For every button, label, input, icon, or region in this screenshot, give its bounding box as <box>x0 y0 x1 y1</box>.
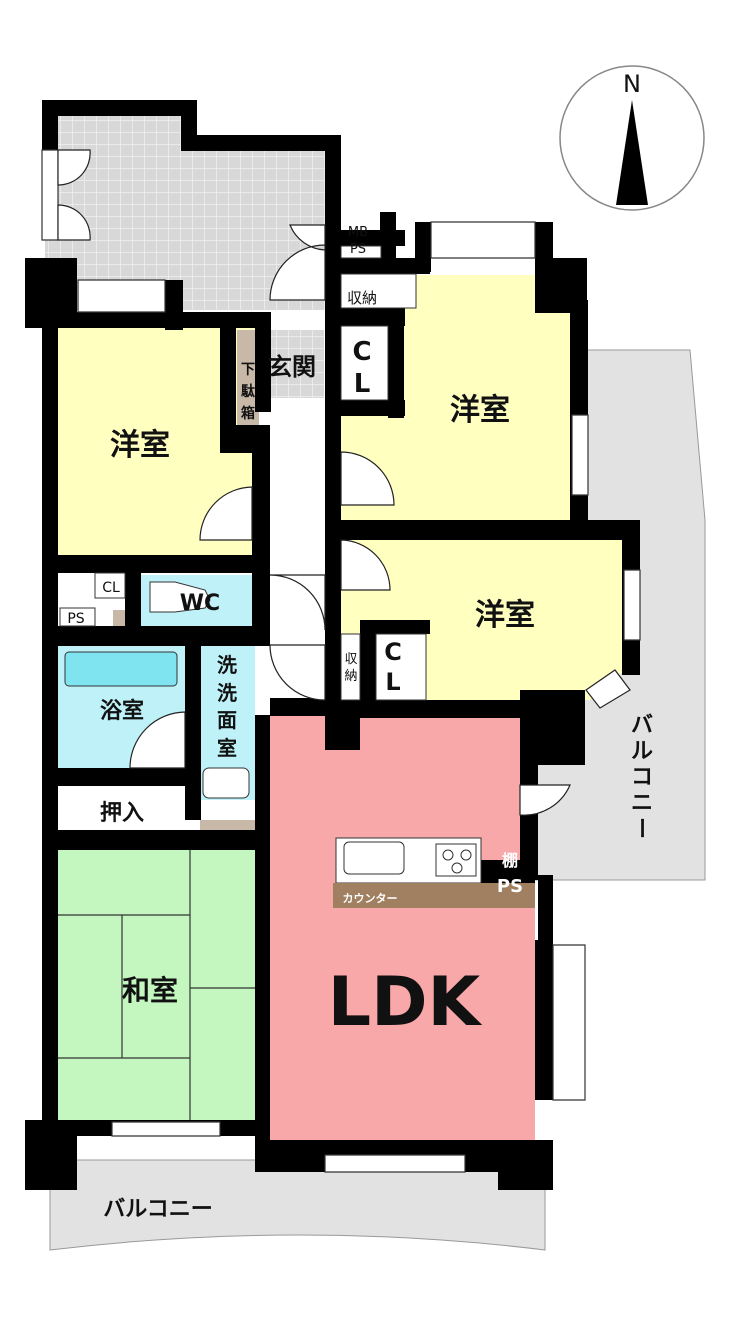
bathtub <box>64 651 178 687</box>
bathroom-label: 浴室 <box>100 698 144 724</box>
balcony-right-label: コ <box>631 765 653 790</box>
mb-label: MB <box>348 225 368 240</box>
washitsu-label: 和室 <box>122 974 178 1007</box>
shelf-label: 棚 <box>502 851 518 870</box>
tatami-lines <box>58 850 256 1120</box>
western-room-left-label: 洋室 <box>110 428 170 463</box>
entrance-porch <box>45 100 340 310</box>
balcony-right-label: ニ <box>631 791 653 816</box>
shoe-box-label: 下 <box>241 362 255 378</box>
ldk <box>270 715 535 1155</box>
ps-left-label: PS <box>67 611 84 627</box>
shoe-box <box>237 330 259 425</box>
storage-middle <box>340 633 361 701</box>
windows <box>41 149 641 1173</box>
washroom-label: 洗 <box>217 653 237 677</box>
western-room-middle-right-label: 洋室 <box>475 598 535 633</box>
western-room-upper-right-label: 洋室 <box>450 393 510 428</box>
toilet-icon <box>149 581 211 613</box>
counter-label: カウンター <box>343 892 398 905</box>
mb-ps-door <box>340 245 382 259</box>
closet-middle-label: C <box>384 638 402 666</box>
balcony-right-label: バ <box>631 713 653 738</box>
ps-left <box>59 607 96 627</box>
closet-top-label: C <box>352 337 371 367</box>
washroom-label: 面 <box>217 708 237 732</box>
north-label: N <box>623 70 641 98</box>
closet-top <box>340 325 389 401</box>
closet-middle-label: L <box>385 668 400 696</box>
closet-left-label: CL <box>102 580 120 596</box>
oshiire-label: 押入 <box>100 800 144 826</box>
stove-icon <box>435 843 477 877</box>
closet-top-label: L <box>354 369 371 399</box>
closet-middle <box>375 633 427 701</box>
balcony-right-label: ー <box>628 817 653 839</box>
balcony-bottom <box>49 1159 546 1251</box>
balcony-right-label: ル <box>631 739 653 764</box>
entrance-floor <box>262 330 324 398</box>
shoe-box-label: 駄 <box>241 383 256 400</box>
wc-label: WC <box>180 591 220 616</box>
north-arrow-icon <box>616 100 648 205</box>
counter-bar <box>333 883 535 908</box>
ps-label: PS <box>350 242 366 257</box>
washitsu <box>58 850 256 1120</box>
ldk-label: LDK <box>328 963 483 1042</box>
compass: N <box>559 65 705 211</box>
balcony-bottom-label: バルコニー <box>103 1197 213 1222</box>
walls <box>25 100 640 1190</box>
storage-top-label: 収納 <box>347 289 377 307</box>
sink-icon <box>343 841 405 875</box>
washroom-label: 室 <box>217 736 237 760</box>
oshiire <box>58 785 185 830</box>
washbasin-icon <box>202 767 250 799</box>
shoe-box-label: 箱 <box>241 405 255 422</box>
closet-left <box>94 572 126 599</box>
doors[interactable] <box>57 149 631 816</box>
storage-middle-label: 収 <box>344 652 357 667</box>
entrance-label: 玄関 <box>268 353 316 381</box>
storage-top <box>340 273 417 309</box>
storage-middle-label: 納 <box>344 669 357 684</box>
shelf-ps-label: PS <box>497 876 523 897</box>
washroom-label: 洗 <box>217 681 237 705</box>
